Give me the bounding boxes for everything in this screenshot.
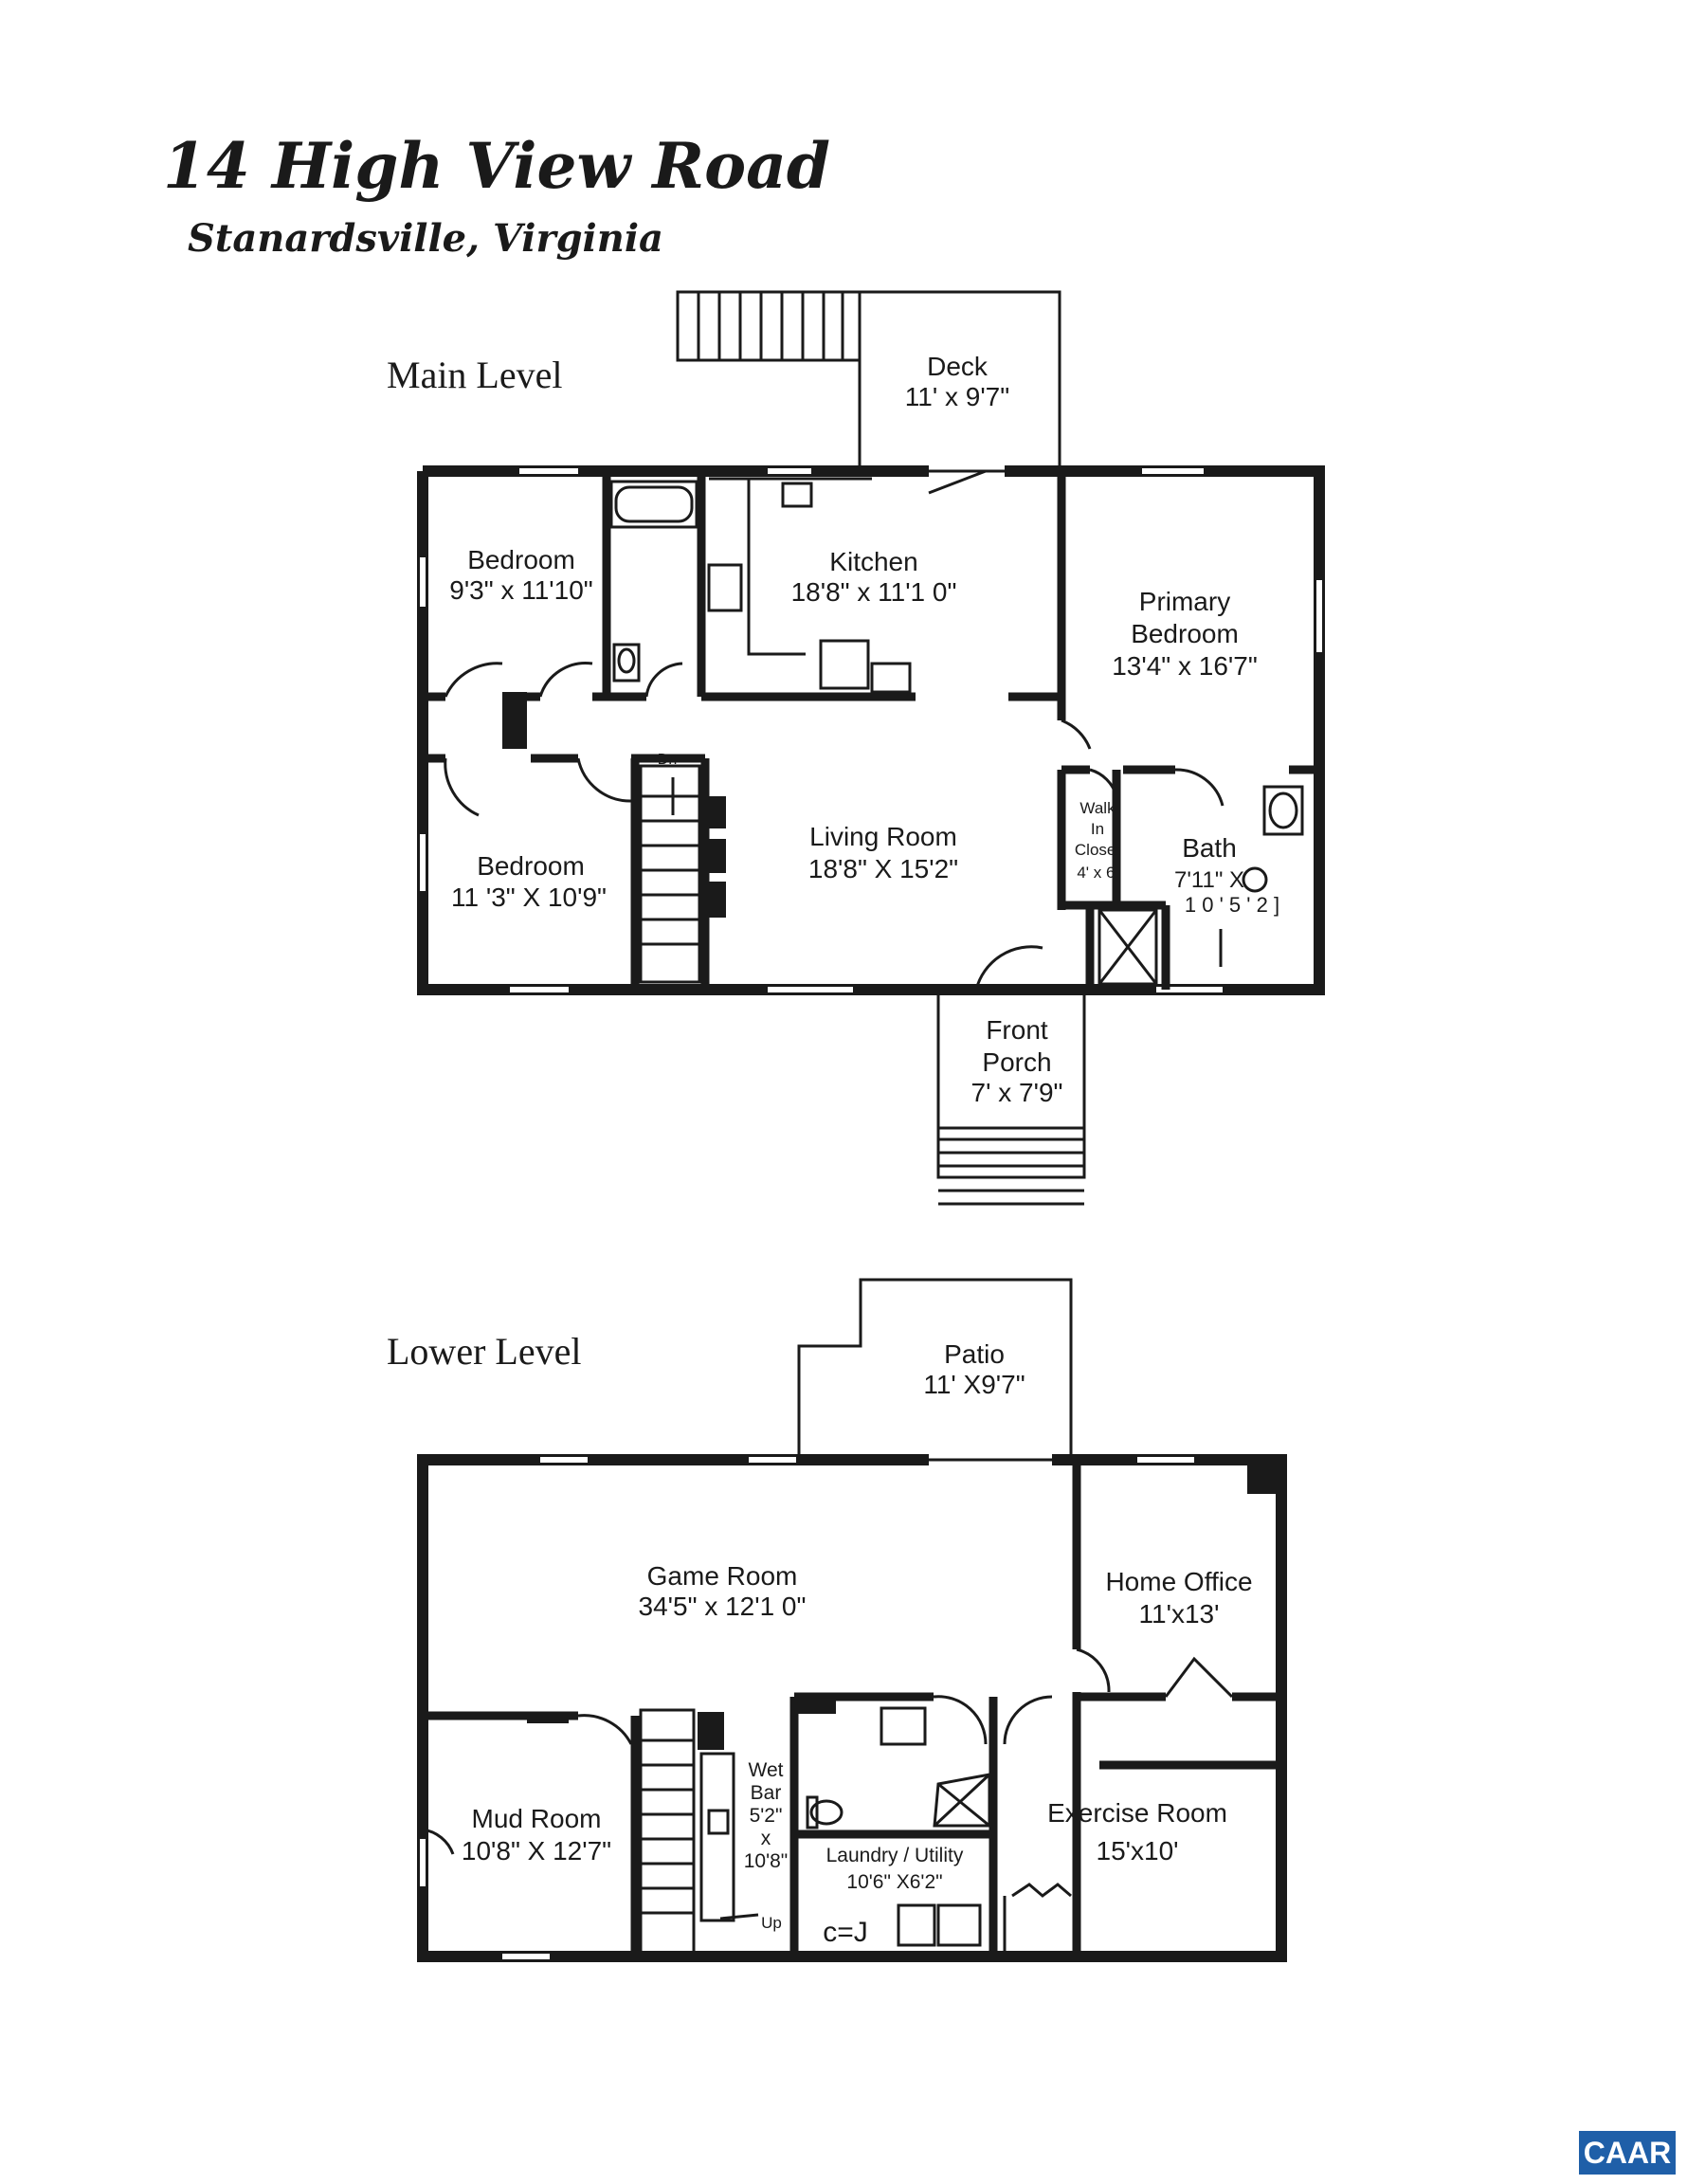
patio-name: Patio xyxy=(944,1339,1005,1369)
bedroom1-dims: 9'3" x 11'10" xyxy=(449,575,592,605)
closet-dims: 4' x 6' xyxy=(1077,864,1117,882)
game-room-name: Game Room xyxy=(647,1561,798,1591)
main-level-plan xyxy=(417,290,1325,1206)
front-porch xyxy=(936,988,1086,1206)
lower-block-4 xyxy=(698,1712,724,1750)
main-stairs xyxy=(639,764,701,984)
lower-level-label: Lower Level xyxy=(387,1330,582,1373)
bath-name: Bath xyxy=(1182,833,1237,863)
bath-dims2: 1 0 ' 5 ' 2 ] xyxy=(1185,893,1279,917)
kitchen-name: Kitchen xyxy=(829,547,917,576)
lower-level-labels: Patio 11' X9'7" Game Room 34'5" x 12'1 0… xyxy=(462,1339,1253,1866)
game-room-dims: 34'5" x 12'1 0" xyxy=(639,1592,807,1621)
lower-block-2 xyxy=(1247,1460,1276,1494)
lower-doors xyxy=(422,1647,1234,1956)
kitchen-dims: 18'8" x 11'1 0" xyxy=(791,577,957,607)
living-room-name: Living Room xyxy=(809,822,957,851)
bedroom1-name: Bedroom xyxy=(467,545,575,574)
home-office-name: Home Office xyxy=(1105,1567,1252,1596)
deck-name: Deck xyxy=(927,352,989,381)
primary-bedroom-name1: Primary xyxy=(1139,587,1230,616)
front-porch-name2: Porch xyxy=(982,1047,1051,1077)
deck-dims: 11' x 9'7" xyxy=(905,382,1009,411)
living-room-dims: 18'8" X 15'2" xyxy=(808,854,958,883)
wet-bar-labels: Wet Bar 5'2" x 10'8" Laundry / Utility 1… xyxy=(744,1759,964,1932)
lower-windows xyxy=(420,1457,1194,1959)
main-exterior-walls xyxy=(417,465,1325,995)
main-stairs-label: Dn xyxy=(658,752,677,768)
shower-stall xyxy=(1097,908,1158,986)
patio-outline xyxy=(797,1278,1073,1460)
hall-bath-fixtures xyxy=(609,480,698,682)
deck-outline xyxy=(860,290,1061,471)
wet-bar-l4: x xyxy=(761,1828,771,1849)
bedroom2-dims: 11 '3" X 10'9" xyxy=(451,883,607,912)
kitchen-counters xyxy=(707,477,912,694)
front-porch-name1: Front xyxy=(986,1015,1048,1045)
wet-bar-l3: 5'2" xyxy=(750,1805,783,1827)
caar-badge: CAAR xyxy=(1579,2131,1676,2175)
front-porch-dims: 7' x 7'9" xyxy=(971,1078,1063,1107)
city-subtitle: Stanardsville, Virginia xyxy=(188,216,663,261)
main-interior-walls xyxy=(423,471,1319,990)
exercise-room-name: Exercise Room xyxy=(1047,1798,1227,1828)
laundry-machines xyxy=(897,1903,982,1947)
wet-bar-l5: 10'8" xyxy=(744,1850,789,1872)
main-level-label: Main Level xyxy=(387,354,563,396)
mud-room-name: Mud Room xyxy=(472,1804,602,1833)
main-doors xyxy=(444,469,1224,991)
main-level-labels: Deck 11' x 9'7" Bedroom 9'3" x 11'10" Ki… xyxy=(449,352,1279,1107)
closet-l2: In xyxy=(1091,820,1104,838)
wet-bar-l1: Wet xyxy=(749,1759,784,1781)
lower-block-1 xyxy=(527,1712,569,1723)
chimney-block xyxy=(502,692,527,749)
closet-labels: Walk In Closet 4' x 6' Dn xyxy=(658,752,1121,882)
lower-bath-fixtures xyxy=(806,1706,991,1829)
lower-stairs xyxy=(639,1708,759,1955)
lower-block-3 xyxy=(794,1697,836,1714)
fireplace xyxy=(705,796,726,918)
primary-bedroom-dims: 13'4" x 16'7" xyxy=(1112,651,1258,681)
lower-level-plan xyxy=(417,1278,1287,1962)
exercise-room-dims: 15'x10' xyxy=(1097,1836,1179,1866)
lower-exterior-walls xyxy=(417,1454,1287,1962)
mud-room-dims: 10'8" X 12'7" xyxy=(462,1836,611,1866)
closet-l1: Walk xyxy=(1079,799,1116,817)
patio-dims: 11' X9'7" xyxy=(923,1370,1025,1399)
lower-stairs-label: Up xyxy=(761,1914,782,1932)
primary-bath-fixtures xyxy=(1242,785,1304,893)
wet-bar-l2: Bar xyxy=(751,1782,782,1804)
deck-stairs xyxy=(676,290,862,362)
laundry-dims: 10'6" X6'2" xyxy=(846,1871,942,1893)
primary-bedroom-name2: Bedroom xyxy=(1131,619,1239,648)
home-office-dims: 11'x13' xyxy=(1139,1599,1220,1629)
bedroom2-name: Bedroom xyxy=(477,851,585,881)
laundry-name: Laundry / Utility xyxy=(826,1845,964,1866)
bath-dims1: 7'11" X xyxy=(1174,867,1244,893)
main-windows xyxy=(420,468,1322,992)
closet-l3: Closet xyxy=(1075,841,1120,859)
utility-mark: c=J xyxy=(823,1917,868,1948)
wet-bar-counter xyxy=(699,1752,735,1922)
address-title: 14 High View Road xyxy=(163,129,831,203)
